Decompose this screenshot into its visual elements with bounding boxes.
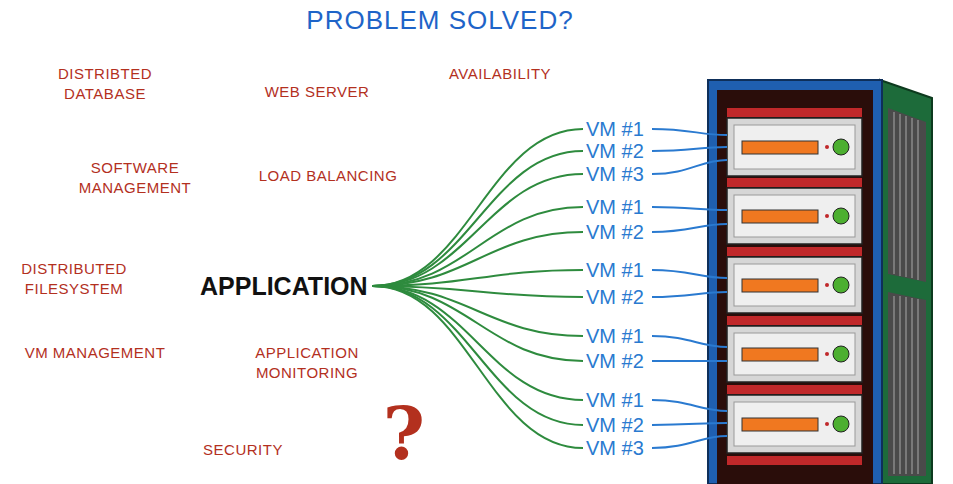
vm-text: VM #3 xyxy=(586,163,644,185)
vm-text: VM #3 xyxy=(586,437,644,459)
title: PROBLEM SOLVED? xyxy=(280,4,600,36)
vm-label: VM #1 xyxy=(586,325,644,347)
vent-panel xyxy=(888,108,926,282)
connector xyxy=(373,270,583,286)
concern-label: WEB SERVER xyxy=(262,82,372,102)
vm-host-links xyxy=(652,129,727,448)
concern-label: SECURITY xyxy=(178,440,308,460)
vm-text: VM #1 xyxy=(586,259,644,281)
rack-frame xyxy=(708,80,882,484)
server-units xyxy=(727,108,862,465)
concern-label: LOAD BALANCING xyxy=(258,166,398,186)
concern-label: DISTRIBUTED FILESYSTEM xyxy=(4,259,144,299)
rack-side xyxy=(880,80,932,484)
concern-label: APPLICATION MONITORING xyxy=(232,343,382,383)
concern-label: AVAILABILITY xyxy=(420,64,580,84)
concern-label: VM MANAGEMENT xyxy=(10,343,180,363)
vm-label: VM #2 xyxy=(586,286,644,308)
vm-label: VM #1 xyxy=(586,259,644,281)
connector xyxy=(373,207,583,286)
application-text: APPLICATION xyxy=(200,270,368,302)
vm-text: VM #2 xyxy=(586,350,644,372)
vm-text: VM #2 xyxy=(586,286,644,308)
vm-text: VM #2 xyxy=(586,221,644,243)
vm-text: VM #1 xyxy=(586,196,644,218)
vm-text: VM #2 xyxy=(586,414,644,436)
connector xyxy=(373,151,583,286)
concern-label: SOFTWARE MANAGEMENT xyxy=(45,158,225,198)
vm-label: VM #1 xyxy=(586,196,644,218)
connector xyxy=(373,286,583,361)
connector xyxy=(373,174,583,286)
vm-label: VM #2 xyxy=(586,140,644,162)
vent-slots xyxy=(894,112,918,474)
rack-interior xyxy=(717,90,873,484)
question-mark: ? xyxy=(372,394,436,474)
connector xyxy=(373,232,583,286)
vm-label: VM #2 xyxy=(586,414,644,436)
vm-text: VM #1 xyxy=(586,389,644,411)
vm-text: VM #1 xyxy=(586,118,644,140)
vm-label: VM #2 xyxy=(586,350,644,372)
application-node: APPLICATION xyxy=(198,270,370,302)
vent-panel xyxy=(888,292,926,476)
vm-text: VM #1 xyxy=(586,325,644,347)
vm-label: VM #1 xyxy=(586,389,644,411)
connector xyxy=(373,286,583,400)
vm-text: VM #2 xyxy=(586,140,644,162)
vm-label: VM #1 xyxy=(586,118,644,140)
concern-label: DISTRIBTED DATABASE xyxy=(30,64,180,104)
connector xyxy=(373,129,583,286)
vm-label: VM #3 xyxy=(586,437,644,459)
vm-label: VM #3 xyxy=(586,163,644,185)
vm-label: VM #2 xyxy=(586,221,644,243)
